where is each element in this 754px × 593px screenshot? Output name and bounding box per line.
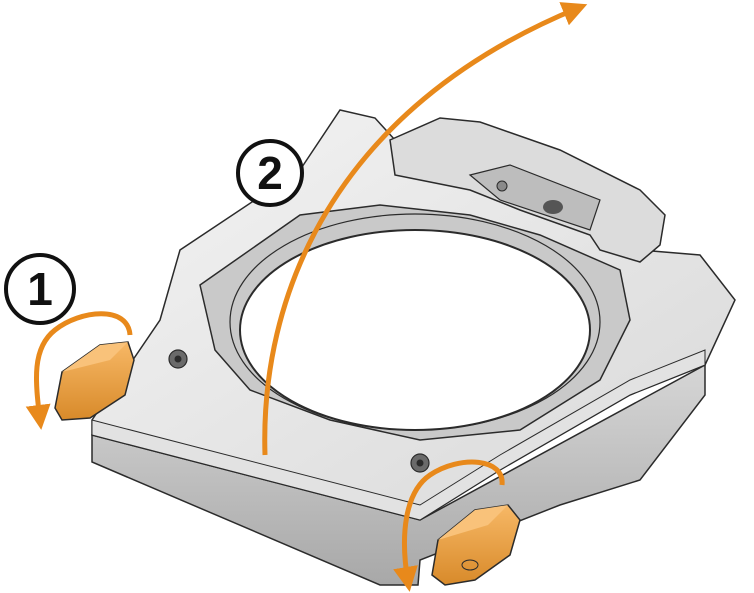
screw-left <box>168 349 188 369</box>
clamp-block-hole <box>543 200 563 214</box>
step-1-callout: 1 <box>4 253 76 325</box>
clamp-screw <box>496 180 508 192</box>
locking-lever-right <box>431 504 521 586</box>
rotate-arrow-left <box>25 311 133 430</box>
rotate-arrow-right <box>393 459 505 592</box>
plate-front-bevel <box>91 349 706 521</box>
screw-right <box>410 453 430 473</box>
mounting-plate <box>91 109 736 586</box>
lift-arrow <box>262 2 588 456</box>
step-2-callout: 2 <box>236 139 304 207</box>
plate-center-opening <box>239 229 591 431</box>
step-1-number: 1 <box>27 263 53 315</box>
plate-opening-rim <box>229 213 601 431</box>
plate-side-face <box>91 363 706 586</box>
locking-lever-left <box>54 341 135 421</box>
step-2-number: 2 <box>257 147 283 199</box>
